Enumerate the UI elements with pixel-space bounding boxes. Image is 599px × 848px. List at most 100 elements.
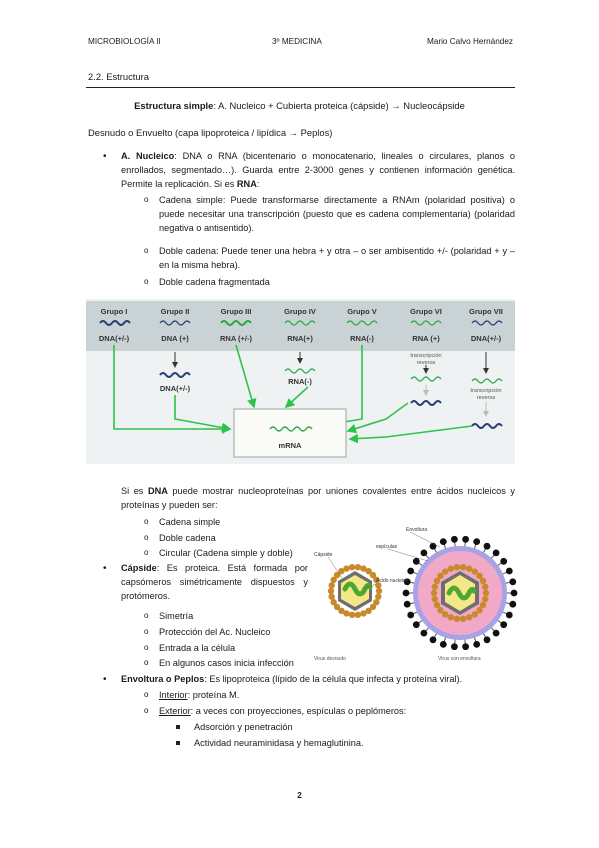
- virus-illustration: Envoltura espículas Cápside Ácido nuclei…: [314, 527, 518, 662]
- nucleico-text: : DNA o RNA (bicentenario o monocatenari…: [121, 151, 515, 189]
- circle-bullet-icon: o: [144, 706, 149, 715]
- spike-head: [500, 557, 508, 565]
- spike-head: [483, 542, 491, 550]
- bullet-icon: •: [103, 674, 107, 685]
- mid-rna-label: RNA(-): [288, 377, 312, 386]
- spike-head: [412, 557, 420, 565]
- capside-sub-text: Protección del Ac. Nucleico: [159, 627, 271, 637]
- spike-head: [420, 629, 428, 637]
- capsomer-dot: [375, 593, 382, 600]
- transcripcion-label-vii: transcripción: [470, 388, 501, 394]
- spike-head: [407, 611, 415, 619]
- page-number: 2: [297, 791, 302, 800]
- espiculas-label: espículas: [376, 544, 398, 550]
- dna-sub-1: o Cadena simple: [144, 516, 515, 530]
- circle-bullet-icon: o: [144, 277, 149, 286]
- spike-head: [492, 629, 500, 637]
- green-arrow: [113, 345, 232, 434]
- green-arrow: [174, 395, 232, 433]
- group-type: DNA(+/-): [471, 334, 502, 343]
- exterior-sub-2: Actividad neuraminidasa y hemaglutinina.: [176, 737, 364, 751]
- bullet-icon: •: [103, 563, 107, 574]
- capsomer-dot: [479, 601, 487, 609]
- capsomer-dot: [343, 565, 350, 572]
- capsomer-dot: [482, 583, 489, 590]
- capsomer-dot: [354, 611, 362, 618]
- nucleico-rna: RNA: [236, 178, 257, 189]
- exterior-sub-text: Actividad neuraminidasa y hemaglutinina.: [194, 738, 364, 748]
- nucleico-sub-3: o Doble cadena fragmentada: [144, 276, 515, 290]
- rna-strand-icon: [284, 368, 316, 374]
- circle-bullet-icon: o: [144, 611, 149, 620]
- leader-line: [361, 583, 377, 590]
- enveloped-caption: Virus con envoltura: [438, 656, 481, 662]
- dna-label: DNA: [147, 486, 168, 496]
- dna-pre: Si es: [121, 486, 148, 496]
- header-center: 3º MEDICINA: [272, 37, 322, 46]
- circle-bullet-icon: o: [144, 517, 149, 526]
- structure-summary: Estructura simple: A. Nucleico + Cubiert…: [0, 99, 599, 113]
- spike-head: [500, 621, 508, 629]
- spike-head: [407, 567, 415, 575]
- capsomer-dot: [373, 599, 380, 606]
- capsomer-dot: [369, 571, 377, 579]
- circle-bullet-icon: o: [144, 627, 149, 636]
- capsomer-dot: [328, 593, 335, 600]
- circle-bullet-icon: o: [144, 658, 149, 667]
- group-name: Grupo V: [347, 307, 377, 316]
- spike-head: [473, 538, 481, 545]
- envoltura-text: : Es lipoproteica (lípido de la célula q…: [204, 674, 463, 684]
- spike-head: [403, 600, 411, 608]
- strand-icon: [346, 320, 378, 326]
- nucleico-sub-text: Cadena simple: Puede transformarse direc…: [159, 195, 515, 233]
- group-type: DNA(+/-): [99, 334, 130, 343]
- spike-head: [509, 578, 517, 586]
- spike-head: [412, 621, 420, 629]
- capsomer-dot: [459, 615, 467, 622]
- section-rule: [86, 87, 515, 88]
- capsomer-dot: [437, 607, 444, 614]
- capsomer-dot: [459, 564, 467, 571]
- nucleico-sub-text: Doble cadena: Puede tener una hebra + y …: [159, 246, 515, 270]
- capside-label: Cápside: [121, 563, 157, 573]
- capsomer-dot: [431, 583, 438, 590]
- group-type: RNA(+): [287, 334, 313, 343]
- group-type: DNA (+): [161, 334, 189, 343]
- capsomer-dot: [482, 589, 490, 597]
- capsomer-dot: [442, 568, 449, 575]
- leader-line: [327, 556, 343, 579]
- reversa-label-vii: reversa: [477, 395, 496, 401]
- capsomer-dot: [442, 611, 449, 618]
- strand-icon: [159, 320, 191, 326]
- capsomer-dot: [373, 576, 380, 583]
- dna-sub-text: Cadena simple: [159, 517, 221, 527]
- capsomer-dot: [437, 572, 444, 579]
- spike-head: [462, 535, 469, 543]
- header-left: MICROBIOLOGÍA II: [88, 37, 161, 46]
- spike-head: [451, 643, 458, 651]
- spike-head: [510, 589, 518, 597]
- spike-head: [439, 641, 447, 648]
- capsomer-dot: [330, 599, 337, 606]
- capsomer-dot: [447, 614, 454, 621]
- spikes: [402, 535, 518, 651]
- circle-bullet-icon: o: [144, 533, 149, 542]
- capside-sub-text: Simetría: [159, 611, 194, 621]
- capsomer-dot: [348, 611, 356, 618]
- capsomer-dot: [333, 603, 341, 611]
- spike-head: [505, 611, 513, 619]
- nucleico-sub-text: Doble cadena fragmentada: [159, 277, 270, 287]
- spike-head: [403, 578, 411, 586]
- spike-head: [451, 535, 458, 543]
- groups-band: [86, 301, 515, 351]
- spike-head: [429, 636, 437, 644]
- capsomer-dot: [365, 607, 372, 614]
- spike-head: [483, 636, 491, 644]
- capsomer-dot: [471, 611, 478, 618]
